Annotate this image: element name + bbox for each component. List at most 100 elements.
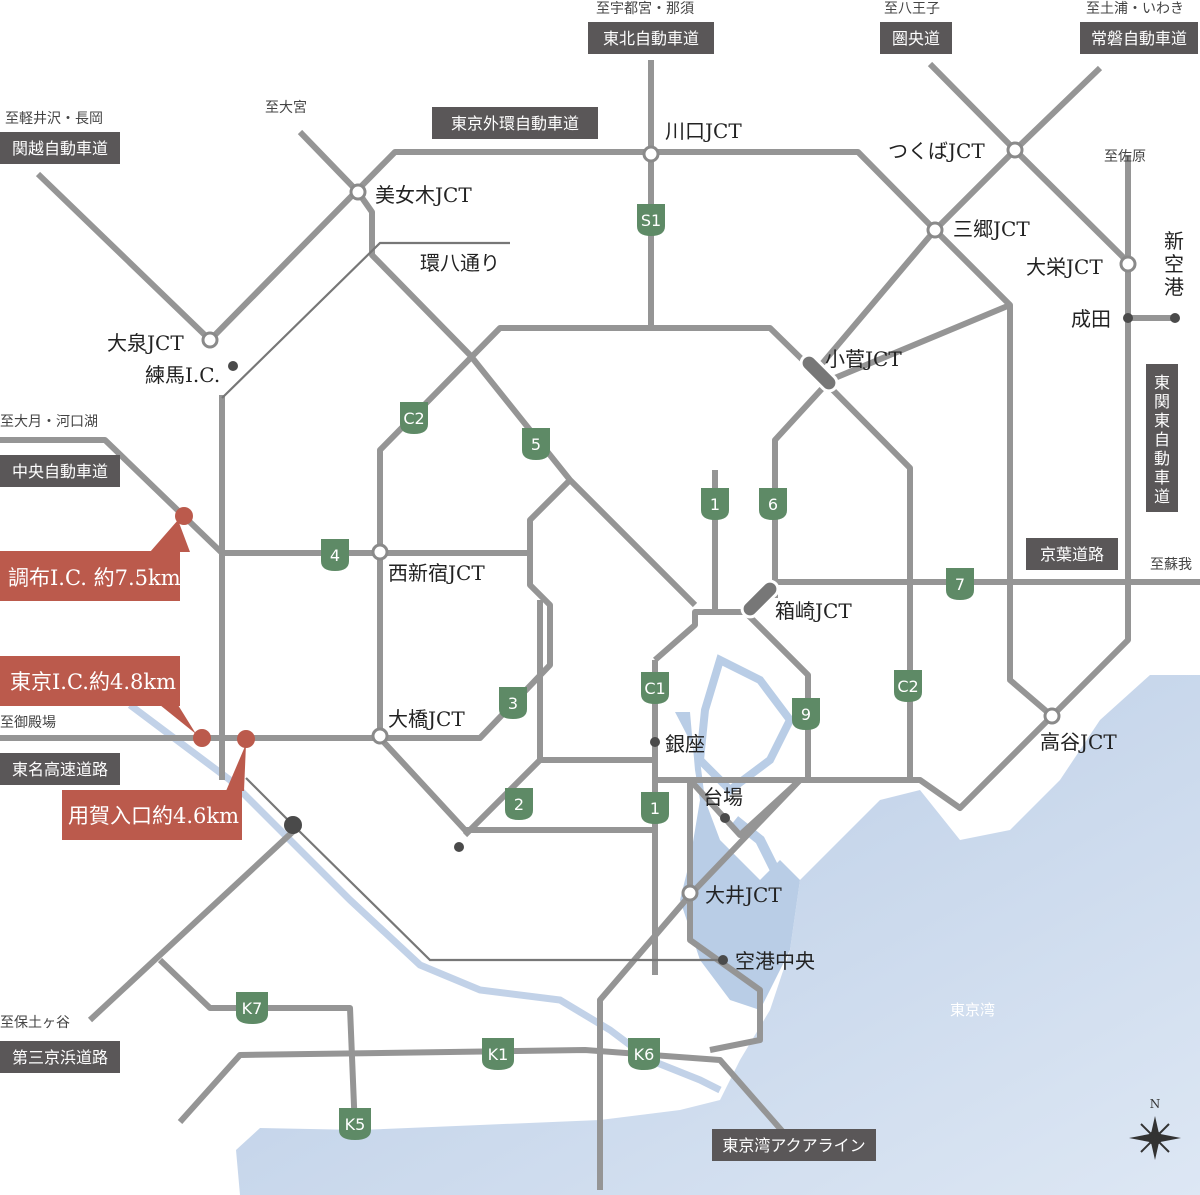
svg-text:第三京浜道路: 第三京浜道路 (12, 1048, 108, 1067)
svg-text:東名高速道路: 東名高速道路 (12, 760, 108, 779)
shield-k6: K6 (628, 1038, 660, 1070)
dir-utsunomiya: 至宇都宮・那須 (596, 1, 694, 17)
shin-kuko-label: 新空港 (1164, 229, 1184, 299)
svg-text:1: 1 (650, 799, 660, 818)
svg-text:3: 3 (508, 694, 518, 713)
chofu-ic-marker (175, 507, 193, 525)
svg-text:東北自動車道: 東北自動車道 (603, 29, 699, 48)
shield-1-north: 1 (701, 488, 729, 520)
map-labels: 川口JCT つくばJCT 美女木JCT 三郷JCT 大栄JCT 成田 大泉JCT… (107, 119, 1117, 1019)
bay-inlet (675, 712, 800, 1010)
dir-hachioji: 至八王子 (884, 1, 940, 17)
shield-c2-west: C2 (400, 402, 428, 434)
kawaguchi-jct-marker (642, 145, 660, 163)
svg-text:2: 2 (514, 795, 524, 814)
point-markers (228, 313, 1180, 965)
daisan-keihin-box: 第三京浜道路 (0, 1041, 120, 1073)
shield-5: 5 (522, 428, 550, 460)
kuko-chuo-marker (718, 955, 728, 965)
svg-text:S1: S1 (641, 211, 661, 230)
highway-boxes: 東北自動車道 圏央道 常磐自動車道 関越自動車道 東京外環自動車道 中央自動車道… (0, 22, 1198, 1161)
junction-markers (201, 141, 1137, 902)
shield-k7: K7 (236, 992, 268, 1024)
dir-gotemba: 至御殿場 (0, 715, 56, 731)
daiei-jct-marker (1119, 255, 1137, 273)
kanetsu-box: 関越自動車道 (0, 132, 120, 164)
oizumi-jct-label: 大泉JCT (107, 331, 184, 355)
tomei-box: 東名高速道路 (0, 753, 120, 785)
svg-text:関越自動車道: 関越自動車道 (12, 139, 108, 158)
reclaimed-island (695, 654, 795, 796)
road-network (0, 60, 1200, 1190)
narita-marker (1123, 313, 1133, 323)
oi-jct-marker (681, 884, 699, 902)
dir-otsuki: 至大月・河口湖 (0, 414, 98, 430)
shield-4: 4 (321, 539, 349, 571)
yoga-callout-text: 用賀入口約4.6km (68, 804, 239, 828)
yoga-junction-dot (284, 816, 302, 834)
tsukuba-jct-marker (1006, 141, 1024, 159)
shield-c2-east: C2 (894, 670, 922, 702)
keiyo-box: 京葉道路 (1026, 538, 1118, 570)
kawaguchi-jct-label: 川口JCT (665, 119, 742, 143)
narita-label: 成田 (1071, 307, 1111, 331)
dir-karuizawa: 至軽井沢・長岡 (5, 111, 103, 127)
svg-text:5: 5 (531, 435, 541, 454)
kanpachi-road (221, 241, 510, 399)
daiba-label: 台場 (703, 785, 743, 809)
svg-text:K1: K1 (488, 1045, 509, 1064)
compass-rose-icon: N (1129, 1097, 1181, 1160)
shield-2: 2 (505, 788, 533, 820)
shield-k1: K1 (482, 1038, 514, 1070)
shield-c1: C1 (641, 672, 669, 704)
svg-text:C1: C1 (644, 679, 665, 698)
svg-text:7: 7 (955, 575, 965, 594)
svg-text:K6: K6 (634, 1045, 655, 1064)
oizumi-jct-marker (201, 331, 219, 349)
svg-text:9: 9 (801, 705, 811, 724)
misato-jct-marker (926, 221, 944, 239)
nishishinjuku-jct-marker (371, 543, 389, 561)
svg-text:東京外環自動車道: 東京外環自動車道 (451, 114, 579, 133)
nishishinjuku-jct-label: 西新宿JCT (388, 561, 485, 585)
route-shields: S1 C2 5 1 6 4 7 C1 C2 3 9 2 1 K7 K1 K6 K… (236, 204, 974, 1140)
chuo-box: 中央自動車道 (0, 455, 120, 487)
bijogi-jct-marker (349, 183, 367, 201)
oi-jct-label: 大井JCT (705, 883, 782, 907)
shin-kuko-marker (1170, 313, 1180, 323)
svg-text:中央自動車道: 中央自動車道 (12, 462, 108, 481)
ohashi-jct-label: 大橋JCT (388, 707, 465, 731)
tokyo-bay-water (236, 675, 1200, 1195)
svg-text:C2: C2 (897, 677, 918, 696)
dir-soga: 至蘇我 (1150, 557, 1192, 573)
tokyo-ic-callout[interactable]: 東京I.C.約4.8km (0, 656, 211, 747)
dir-tsuchiura: 至土浦・いわき (1086, 1, 1184, 17)
tama-river (127, 702, 722, 1094)
hakozaki-jct-marker (740, 579, 780, 619)
joban-box: 常磐自動車道 (1080, 22, 1198, 54)
takaya-jct-label: 高谷JCT (1040, 730, 1117, 754)
tokyo-ic-callout-text: 東京I.C.約4.8km (10, 670, 176, 694)
svg-text:C2: C2 (403, 409, 424, 428)
yoga-connector (245, 777, 723, 962)
chofu-callout[interactable]: 調布I.C. 約7.5km (0, 507, 193, 601)
aqualine-box: 東京湾アクアライン (712, 1129, 876, 1161)
nerima-ic-marker (228, 361, 238, 371)
tsukuba-jct-label: つくばJCT (888, 139, 985, 163)
higashi-kanto-box: 東関東自動車道 (1146, 364, 1178, 512)
svg-text:K5: K5 (345, 1115, 366, 1134)
misato-jct-label: 三郷JCT (953, 217, 1030, 241)
daiei-jct-label: 大栄JCT (1026, 255, 1103, 279)
yoga-entrance-marker (237, 730, 255, 748)
ohashi-jct-marker (371, 727, 389, 745)
svg-text:K7: K7 (242, 999, 263, 1018)
dir-omiya: 至大宮 (265, 100, 307, 116)
kosuge-jct-marker (799, 353, 839, 393)
yoga-callout[interactable]: 用賀入口約4.6km (62, 730, 255, 840)
kanpachi-label: 環八通り (420, 251, 500, 275)
ginza-marker (650, 737, 660, 747)
compass-north-label: N (1150, 1097, 1161, 1111)
daiba-marker (720, 813, 730, 823)
svg-text:常磐自動車道: 常磐自動車道 (1091, 29, 1187, 48)
